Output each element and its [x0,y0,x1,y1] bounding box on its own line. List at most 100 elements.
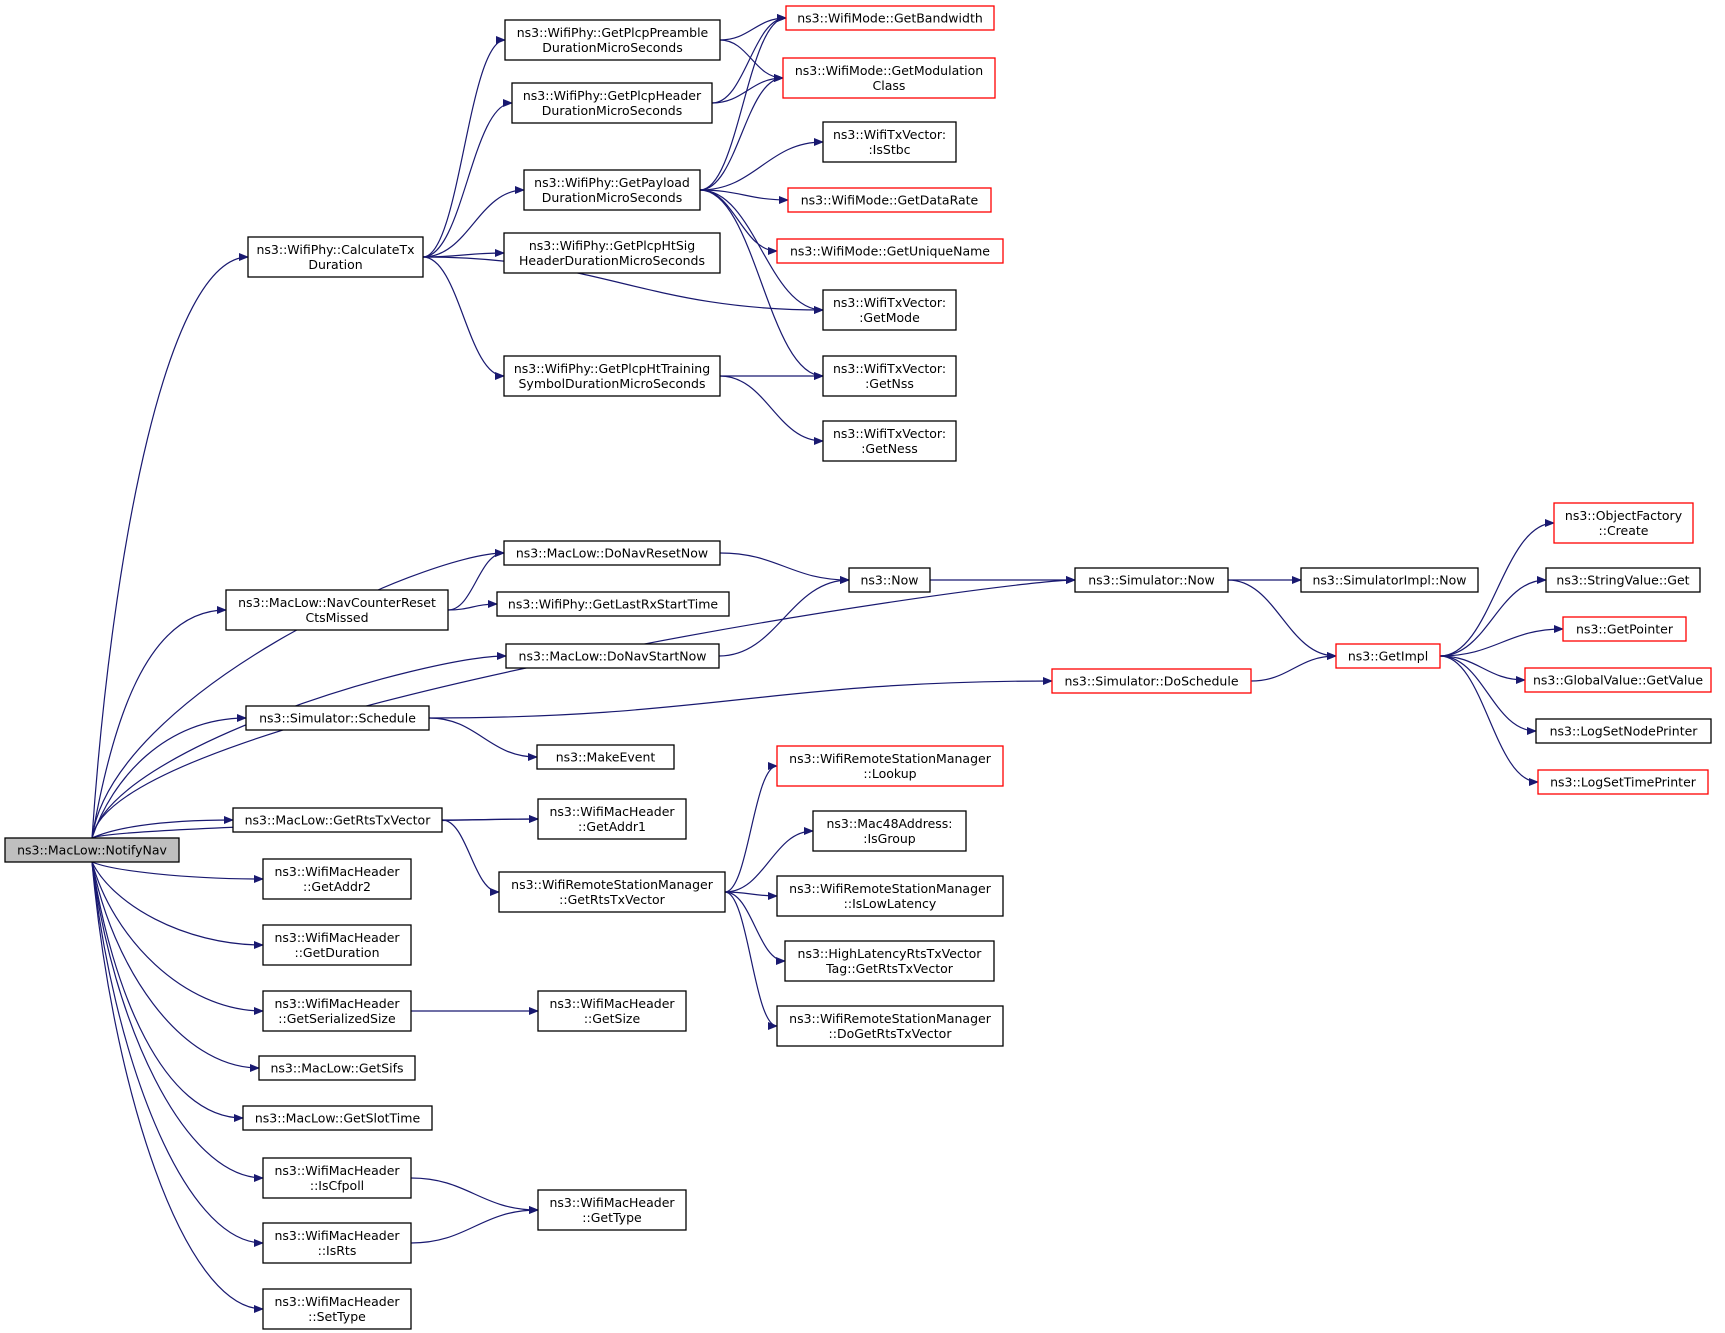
node-label-modclass-0: ns3::WifiMode::GetModulation [795,63,983,78]
node-payload[interactable]: ns3::WifiPhy::GetPayloadDurationMicroSec… [523,169,701,211]
edge-notifynav-to-calctx [91,253,249,839]
node-schedule[interactable]: ns3::Simulator::Schedule [245,705,430,731]
node-dogetrts[interactable]: ns3::WifiRemoteStationManager::DoGetRtsT… [776,1005,1004,1047]
node-doschedule[interactable]: ns3::Simulator::DoSchedule [1051,668,1252,694]
node-notifynav[interactable]: ns3::MacLow::NotifyNav [4,837,180,863]
node-label-wrsm_rts-0: ns3::WifiRemoteStationManager [511,877,714,892]
node-getsize[interactable]: ns3::WifiMacHeader::GetSize [537,990,687,1032]
node-settype[interactable]: ns3::WifiMacHeader::SetType [262,1288,412,1330]
node-label-logtime-0: ns3::LogSetTimePrinter [1550,775,1697,790]
node-box-strget [1545,567,1701,593]
node-box-sersize [262,990,412,1032]
node-isstbc[interactable]: ns3::WifiTxVector::IsStbc [822,121,957,163]
node-strget[interactable]: ns3::StringValue::Get [1545,567,1701,593]
node-getmode[interactable]: ns3::WifiTxVector::GetMode [822,289,957,331]
node-htsig[interactable]: ns3::WifiPhy::GetPlcpHtSigHeaderDuration… [503,232,721,274]
node-highlat[interactable]: ns3::HighLatencyRtsTxVectorTag::GetRtsTx… [784,940,995,982]
node-iscfpoll[interactable]: ns3::WifiMacHeader::IsCfpoll [262,1157,412,1199]
node-box-getness [822,420,957,462]
node-uniquename[interactable]: ns3::WifiMode::GetUniqueName [776,238,1004,264]
node-lookup[interactable]: ns3::WifiRemoteStationManager::Lookup [776,745,1004,787]
edge-notifynav-to-rtstx [91,816,234,839]
node-label-iscfpoll-0: ns3::WifiMacHeader [274,1163,400,1178]
node-isgroup[interactable]: ns3::Mac48Address::IsGroup [812,810,967,852]
node-label-navstart-0: ns3::MacLow::DoNavStartNow [519,649,707,664]
node-isrts[interactable]: ns3::WifiMacHeader::IsRts [262,1222,412,1264]
edge-navreset-to-now [719,552,850,584]
node-getness[interactable]: ns3::WifiTxVector::GetNess [822,420,957,462]
node-preamble[interactable]: ns3::WifiPhy::GetPlcpPreambleDurationMic… [504,19,721,61]
node-navreset[interactable]: ns3::MacLow::DoNavResetNow [503,540,721,566]
node-box-now [848,567,931,593]
node-bandwidth[interactable]: ns3::WifiMode::GetBandwidth [785,5,995,31]
node-box-schedule [245,705,430,731]
node-label-uniquename-0: ns3::WifiMode::GetUniqueName [790,244,990,259]
node-navstart[interactable]: ns3::MacLow::DoNavStartNow [505,643,720,669]
edge-notifynav-to-slottime [91,861,244,1122]
node-box-getnss [822,355,957,397]
node-httrain[interactable]: ns3::WifiPhy::GetPlcpHtTrainingSymbolDur… [503,355,721,397]
node-label-islowlat-1: ::IsLowLatency [844,896,937,911]
edge-iscfpoll-to-gettype [410,1177,539,1214]
node-now[interactable]: ns3::Now [848,567,931,593]
node-slottime[interactable]: ns3::MacLow::GetSlotTime [242,1105,433,1131]
node-box-addr1 [537,798,687,840]
node-box-slottime [242,1105,433,1131]
node-gettype[interactable]: ns3::WifiMacHeader::GetType [537,1189,687,1231]
node-box-dogetrts [776,1005,1004,1047]
node-label-navreset-0: ns3::MacLow::DoNavResetNow [516,546,708,561]
node-box-settype [262,1288,412,1330]
node-sersize[interactable]: ns3::WifiMacHeader::GetSerializedSize [262,990,412,1032]
node-wrsm_rts[interactable]: ns3::WifiRemoteStationManager::GetRtsTxV… [498,871,726,913]
node-label-htsig-1: HeaderDurationMicroSeconds [519,253,705,268]
node-globalval[interactable]: ns3::GlobalValue::GetValue [1524,667,1712,693]
node-box-makeevent [536,744,675,770]
node-getnss[interactable]: ns3::WifiTxVector::GetNss [822,355,957,397]
node-label-sersize-1: ::GetSerializedSize [278,1011,396,1026]
node-header[interactable]: ns3::WifiPhy::GetPlcpHeaderDurationMicro… [511,82,713,124]
node-lognode[interactable]: ns3::LogSetNodePrinter [1535,718,1712,744]
node-simnow[interactable]: ns3::Simulator::Now [1074,567,1229,593]
node-label-getnss-1: :GetNss [865,376,914,391]
node-label-payload-0: ns3::WifiPhy::GetPayload [534,175,690,190]
node-label-isgroup-1: :IsGroup [863,831,916,846]
node-addr2[interactable]: ns3::WifiMacHeader::GetAddr2 [262,858,412,900]
node-box-simnow [1074,567,1229,593]
node-getsifs[interactable]: ns3::MacLow::GetSifs [258,1055,416,1081]
node-label-iscfpoll-1: ::IsCfpoll [310,1178,364,1193]
node-box-highlat [784,940,995,982]
node-box-getimpl [1335,643,1441,669]
node-label-ctsmissed-0: ns3::MacLow::NavCounterReset [238,595,436,610]
edge-notifynav-to-settype [91,861,264,1313]
node-addr1[interactable]: ns3::WifiMacHeader::GetAddr1 [537,798,687,840]
node-label-lastrx-0: ns3::WifiPhy::GetLastRxStartTime [508,597,718,612]
node-datarate[interactable]: ns3::WifiMode::GetDataRate [787,187,992,213]
node-label-getmode-1: :GetMode [859,310,920,325]
edge-notifynav-to-ctsmissed [91,606,227,839]
node-box-httrain [503,355,721,397]
edge-schedule-to-makeevent [428,717,538,761]
node-box-rtstx [232,807,443,833]
node-label-getsifs-0: ns3::MacLow::GetSifs [270,1061,403,1076]
node-makeevent[interactable]: ns3::MakeEvent [536,744,675,770]
node-label-duration-1: ::GetDuration [295,945,380,960]
node-islowlat[interactable]: ns3::WifiRemoteStationManager::IsLowLate… [776,875,1004,917]
node-label-payload-1: DurationMicroSeconds [542,190,682,205]
node-simimplnow[interactable]: ns3::SimulatorImpl::Now [1300,567,1479,593]
node-getpointer[interactable]: ns3::GetPointer [1562,616,1687,642]
node-label-islowlat-0: ns3::WifiRemoteStationManager [789,881,992,896]
node-label-settype-0: ns3::WifiMacHeader [274,1294,400,1309]
node-duration[interactable]: ns3::WifiMacHeader::GetDuration [262,924,412,966]
edge-ctsmissed-to-lastrx [447,600,498,611]
edge-notifynav-to-sersize [91,861,264,1015]
node-getimpl[interactable]: ns3::GetImpl [1335,643,1441,669]
node-lastrx[interactable]: ns3::WifiPhy::GetLastRxStartTime [496,591,730,617]
node-box-lognode [1535,718,1712,744]
node-rtstx[interactable]: ns3::MacLow::GetRtsTxVector [232,807,443,833]
node-logtime[interactable]: ns3::LogSetTimePrinter [1537,769,1709,795]
node-box-getsize [537,990,687,1032]
node-objcreate[interactable]: ns3::ObjectFactory::Create [1553,502,1694,544]
